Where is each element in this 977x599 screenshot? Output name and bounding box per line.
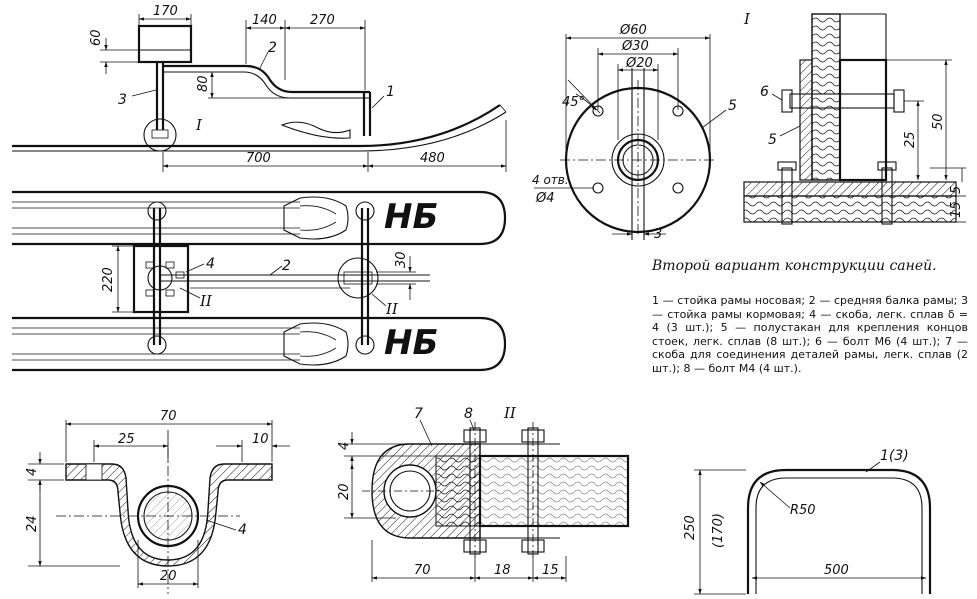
dim-3: 3 bbox=[654, 227, 662, 242]
ski-marking-bottom: НБ bbox=[384, 323, 438, 363]
dim-18: 18 bbox=[494, 563, 511, 578]
dim-10: 10 bbox=[252, 432, 269, 447]
detail-I-title: I bbox=[743, 10, 751, 28]
dim-270: 270 bbox=[310, 13, 335, 28]
dim-4-bracket: 4 bbox=[25, 468, 40, 476]
detail-I-callout bbox=[143, 118, 177, 152]
label-2: 2 bbox=[268, 40, 277, 56]
dim-R50: R50 bbox=[790, 503, 816, 518]
dim-220: 220 bbox=[101, 267, 116, 292]
label-6: 6 bbox=[760, 84, 769, 100]
label-4-bracket: 4 bbox=[238, 522, 247, 538]
ski-marking-top: НБ bbox=[384, 197, 438, 237]
detail-I-mark: I bbox=[195, 116, 203, 134]
plan-view: НБ НБ II II bbox=[12, 190, 507, 372]
stand-detail: R50 250 (170) 500 1(3) bbox=[683, 448, 932, 595]
dim-170: 170 bbox=[153, 4, 178, 19]
label-5-cup: 5 bbox=[728, 98, 737, 114]
dim-60: 60 bbox=[89, 29, 104, 46]
caption-legend: 1 — стойка рамы носовая; 2 — средняя бал… bbox=[652, 294, 968, 375]
label-8: 8 bbox=[464, 406, 473, 422]
cup-detail: Ø60 Ø30 Ø20 45° 4 отв. Ø4 3 5 bbox=[532, 23, 737, 242]
dim-24: 24 bbox=[25, 515, 40, 532]
caption-title: Второй вариант конструкции саней. bbox=[652, 258, 937, 274]
detail-II-section: II 4 20 bbox=[337, 404, 630, 582]
dim-80: 80 bbox=[196, 75, 211, 92]
dim-15-clamp: 15 bbox=[542, 563, 559, 578]
dim-5: 5 bbox=[949, 186, 964, 194]
dim-dia-4: Ø4 bbox=[535, 191, 555, 206]
dim-15: 15 bbox=[949, 201, 964, 218]
dim-25: 25 bbox=[903, 131, 918, 148]
label-5-section: 5 bbox=[768, 132, 777, 148]
dim-4-clamp: 4 bbox=[337, 442, 352, 450]
dim-20-bracket: 20 bbox=[160, 569, 177, 584]
dim-140: 140 bbox=[252, 13, 277, 28]
dim-70-clamp: 70 bbox=[414, 563, 431, 578]
dim-250: 250 bbox=[683, 515, 698, 540]
dim-20-clamp: 20 bbox=[337, 483, 352, 500]
label-1: 1 bbox=[386, 84, 395, 100]
side-view: I 170 140 270 60 80 700 480 1 bbox=[12, 4, 507, 172]
label-7: 7 bbox=[414, 406, 423, 422]
dim-500: 500 bbox=[824, 563, 849, 578]
dim-30: 30 bbox=[394, 251, 409, 268]
seat-plate bbox=[132, 244, 190, 314]
detail-II-title: II bbox=[503, 404, 517, 422]
detail-II-mark-right: II bbox=[385, 300, 399, 318]
dim-170-alt: (170) bbox=[711, 513, 726, 548]
dim-dia-60: Ø60 bbox=[619, 23, 647, 38]
dim-700: 700 bbox=[246, 151, 271, 166]
dim-50: 50 bbox=[931, 113, 946, 130]
bracket-4-detail: 70 25 10 4 24 20 4 bbox=[25, 409, 290, 594]
label-3: 3 bbox=[118, 92, 127, 108]
label-4: 4 bbox=[206, 256, 215, 272]
dim-480: 480 bbox=[420, 151, 445, 166]
dim-angle-45: 45° bbox=[562, 95, 585, 110]
label-1-3: 1(3) bbox=[880, 448, 909, 464]
dim-70-bracket: 70 bbox=[160, 409, 177, 424]
detail-I-section: I 50 25 5 15 6 5 bbox=[743, 10, 966, 225]
dim-25-bracket: 25 bbox=[118, 432, 135, 447]
detail-II-mark-left: II bbox=[199, 292, 213, 310]
dim-holes-count: 4 отв. bbox=[532, 173, 569, 187]
dim-dia-20: Ø20 bbox=[625, 56, 653, 71]
label-2-plan: 2 bbox=[282, 258, 291, 274]
dim-dia-30: Ø30 bbox=[621, 39, 649, 54]
